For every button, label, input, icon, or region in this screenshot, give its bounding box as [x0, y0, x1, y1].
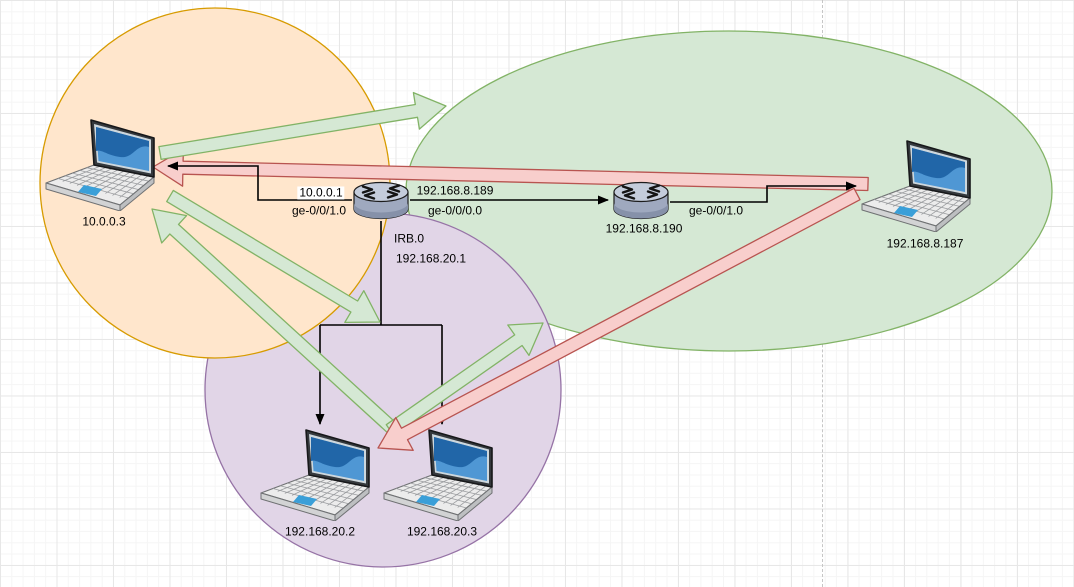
- flow-green-laptop-bottom-to-green-zone: [385, 322, 544, 436]
- flow-green-laptop-bottom-to-laptop-top-left: [151, 208, 398, 434]
- flow-red-to-laptop-bottom-left: [377, 187, 861, 451]
- label-laptop-bottom-right-ip: 192.168.20.3: [406, 524, 478, 539]
- label-r1-irb-ip: 192.168.20.1: [396, 251, 467, 266]
- link-router1-laptop-top-left: [167, 161, 352, 201]
- label-r1-lan-port: ge-0/0/1.0: [291, 203, 347, 218]
- link-router2-laptop-right: [670, 181, 857, 203]
- flow-green-laptop-top-left-to-green-zone: [158, 91, 447, 161]
- label-laptop-top-left-ip: 10.0.0.3: [82, 214, 126, 229]
- flow-green-laptop-top-left-to-irb: [166, 189, 381, 324]
- label-r1-wan-ip: 192.168.8.189: [416, 183, 494, 198]
- flow-red-to-laptop-top-left: [152, 148, 869, 192]
- laptop-icon: [378, 427, 504, 521]
- label-laptop-bottom-left-ip: 192.168.20.2: [284, 524, 356, 539]
- label-router-right-ip: 192.168.8.190: [605, 221, 683, 236]
- label-r2-lan-port: ge-0/0/1.0: [688, 203, 744, 218]
- label-r1-lan-ip: 10.0.0.1: [297, 185, 345, 200]
- router-icon: [352, 181, 410, 221]
- label-r1-irb-name: IRB.0: [394, 231, 425, 246]
- label-r1-wan-port: ge-0/0/0.0: [427, 203, 483, 218]
- laptop-icon: [40, 117, 166, 211]
- laptop-icon: [856, 138, 982, 232]
- label-laptop-right-ip: 192.168.8.187: [886, 236, 964, 251]
- link-irb-trunk: [320, 221, 442, 326]
- laptop-icon: [255, 427, 381, 521]
- router-icon: [612, 181, 670, 221]
